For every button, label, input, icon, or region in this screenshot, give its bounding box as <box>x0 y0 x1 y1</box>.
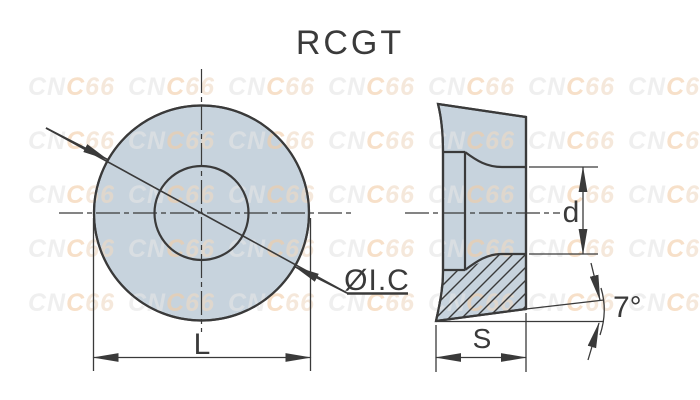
watermark-text: CNC66 <box>328 127 415 155</box>
watermark-text: CNC66 <box>328 73 415 101</box>
watermark-text: CNC66 <box>528 127 615 155</box>
watermark-text: CNC66 <box>28 127 115 155</box>
watermark-text: CNC66 <box>128 127 215 155</box>
ic-diameter-label: ØI.C <box>344 264 410 297</box>
l-dimension-label: L <box>194 328 211 361</box>
watermark-text: CNC66 <box>128 73 215 101</box>
watermark-text: CNC66 <box>428 127 515 155</box>
watermark-text: CNC66 <box>328 235 415 263</box>
watermark-text: CNC66 <box>428 73 515 101</box>
watermark-text: CNC66 <box>128 289 215 317</box>
d-dimension-label: d <box>563 196 580 229</box>
watermark-text: CNC66 <box>528 235 615 263</box>
ic-arrow-lower <box>293 265 348 294</box>
watermark-text: CNC66 <box>628 127 700 155</box>
angle-dimension-arc <box>599 287 605 336</box>
angle-arrow-top <box>589 262 601 301</box>
watermark-text: CNC66 <box>328 181 415 209</box>
watermark-text: CNC66 <box>228 181 315 209</box>
watermark-text: CNC66 <box>28 235 115 263</box>
watermark-text: CNC66 <box>628 181 700 209</box>
clearance-angle-label: 7° <box>613 291 642 324</box>
watermark-text: CNC66 <box>628 73 700 101</box>
countersink-top-profile <box>464 151 526 169</box>
ic-arrow-upper <box>45 127 109 161</box>
watermark-text: CNC66 <box>28 181 115 209</box>
watermark-text: CNC66 <box>28 73 115 101</box>
page-title: RCGT <box>296 24 404 62</box>
side-view: d 7° S <box>405 102 642 372</box>
s-dimension-label: S <box>473 323 492 354</box>
watermark-text: CNC66 <box>528 289 615 317</box>
watermark-text: CNC66 <box>228 289 315 317</box>
watermark-text: CNC66 <box>628 235 700 263</box>
watermark-text: CNC66 <box>28 289 115 317</box>
watermark-text: CNC66 <box>228 127 315 155</box>
watermark-text: CNC66 <box>228 73 315 101</box>
front-view: ØI.C L <box>45 69 410 371</box>
watermark-text: CNC66 <box>428 235 515 263</box>
angle-arrow-bottom <box>587 322 600 361</box>
rake-face-band-lines <box>443 150 467 272</box>
hatch-lines <box>436 253 526 321</box>
watermark-text: CNC66 <box>528 73 615 101</box>
watermark-text: CNC66 <box>628 289 700 317</box>
watermark-text: CNC66 <box>428 181 515 209</box>
countersink-bottom-profile <box>464 252 526 271</box>
angle-slant-extension-line <box>525 299 605 310</box>
